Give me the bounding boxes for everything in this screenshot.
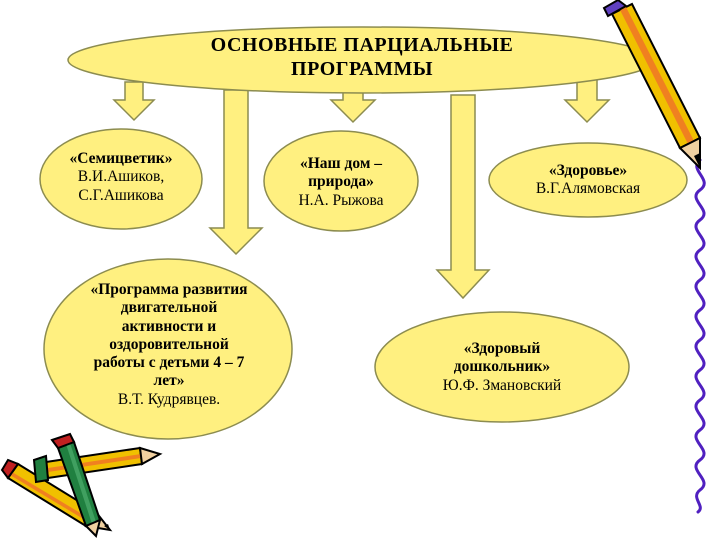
program-author: Ю.Ф. Змановский	[442, 376, 562, 394]
arrow-to-zdorovy-doshkolnik	[435, 94, 491, 300]
program-name: работы с детьми 4 – 7	[93, 354, 245, 372]
program-author: В.Т. Кудрявцев.	[117, 390, 221, 408]
program-zdorovy-doshkolnik: «Здоровый дошкольник» Ю.Ф. Змановский	[412, 340, 592, 395]
program-name: «Программа развития	[90, 281, 248, 298]
program-razvitiya: «Программа развития двигательной активно…	[74, 281, 264, 409]
zdorovy-doshkolnik-ellipse	[374, 311, 630, 423]
program-name: дошкольник»	[453, 358, 551, 376]
pencil-icon-top-right	[602, 0, 702, 171]
program-name: оздоровительной	[109, 335, 229, 353]
program-nash-dom: «Наш дом – природа» Н.А. Рыжова	[271, 155, 411, 210]
diagram-title: ОСНОВНЫЕ ПАРЦИАЛЬНЫЕ ПРОГРАММЫ	[162, 34, 562, 81]
program-name: «Семицветик»	[69, 150, 173, 167]
program-semitsvetik: «Семицветик» В.И.Ашиков, С.Г.Ашикова	[46, 150, 196, 205]
semitsvetik-ellipse	[39, 128, 203, 230]
programma-razvitiya-ellipse	[43, 258, 293, 440]
program-name: активности и	[121, 317, 217, 335]
arrow-to-programma	[208, 89, 264, 256]
squiggle-line-icon	[694, 158, 706, 514]
arrows	[112, 77, 611, 300]
program-author: В.И.Ашиков,	[77, 168, 165, 186]
program-name: «Здоровье»	[548, 162, 628, 179]
program-name: «Наш дом –	[300, 155, 382, 172]
nash-dom-ellipse	[263, 130, 419, 232]
program-name: двигательной	[120, 299, 218, 317]
program-zdorovie: «Здоровье» В.Г.Алямовская	[498, 162, 678, 199]
program-name: природа»	[308, 173, 374, 191]
program-name: лет»	[153, 372, 185, 390]
pencils-icon-bottom-left	[0, 432, 163, 538]
program-author: В.Г.Алямовская	[535, 180, 641, 198]
program-name: «Здоровый	[463, 340, 541, 357]
program-author: Н.А. Рыжова	[298, 191, 384, 209]
program-author: С.Г.Ашикова	[78, 186, 164, 204]
arrow-to-zdorovie	[563, 77, 611, 124]
title-line-2: ПРОГРАММЫ	[291, 57, 433, 80]
arrow-to-semitsvetik	[112, 81, 156, 122]
title-line-1: ОСНОВНЫЕ ПАРЦИАЛЬНЫЕ	[210, 34, 514, 56]
zdorovie-ellipse	[488, 142, 688, 218]
